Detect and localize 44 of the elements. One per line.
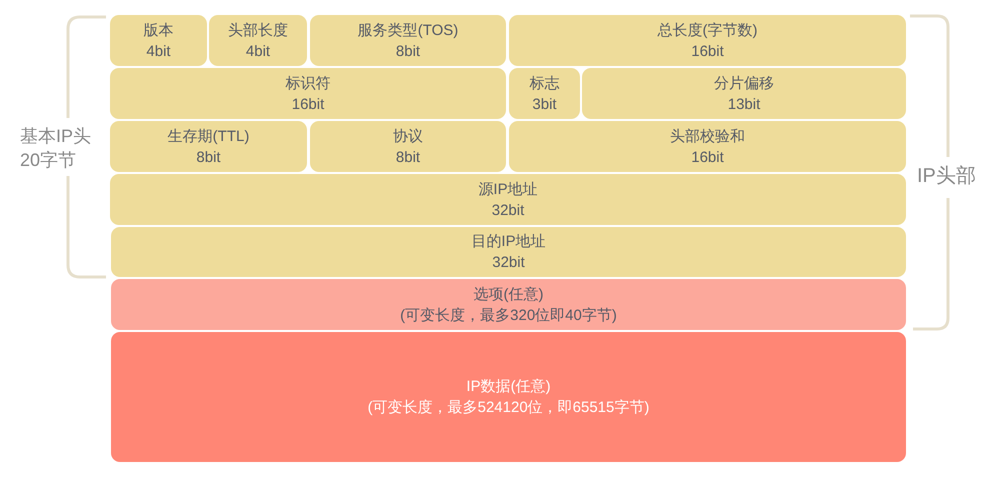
field-name: IP数据(任意) — [466, 377, 551, 397]
bracket-label: 基本IP头20字节 — [20, 125, 92, 172]
header-field-block — [310, 15, 506, 66]
header-field-block — [110, 15, 207, 66]
field-name: 目的IP地址 — [471, 232, 546, 252]
field-name: 服务类型(TOS) — [358, 20, 458, 40]
field-size: 32bit — [492, 253, 525, 273]
header-field-block — [509, 15, 906, 66]
options-field-block — [111, 279, 906, 330]
field-size: 16bit — [691, 42, 724, 62]
field-size: 8bit — [396, 42, 420, 62]
field-size: 16bit — [691, 148, 724, 168]
field-name: 选项(任意) — [474, 284, 544, 304]
field-size: 32bit — [492, 200, 524, 220]
header-field-block — [209, 15, 307, 66]
field-name: 版本 — [144, 20, 174, 40]
field-name: 分片偏移 — [714, 74, 774, 94]
header-field-block — [509, 121, 906, 172]
field-note: (可变长度，最多524120位，即65515字节) — [368, 398, 650, 418]
header-field-block — [582, 68, 906, 119]
bracket-label: IP头部 — [917, 164, 976, 189]
field-size: 13bit — [728, 94, 760, 114]
header-field-block — [110, 174, 906, 225]
field-name: 头部校验和 — [670, 126, 745, 146]
field-name: 头部长度 — [228, 20, 288, 40]
field-name: 生存期(TTL) — [168, 126, 250, 146]
header-field-block — [111, 227, 906, 277]
data-field-block — [111, 332, 906, 462]
field-size: 8bit — [196, 148, 221, 168]
field-size: 4bit — [146, 42, 171, 62]
field-name: 标识符 — [286, 74, 330, 94]
field-name: 协议 — [393, 126, 423, 146]
field-size: 8bit — [396, 148, 420, 168]
field-size: 3bit — [532, 94, 557, 114]
field-name: 标志 — [530, 74, 560, 94]
field-name: 总长度(字节数) — [658, 20, 758, 40]
header-field-block — [310, 121, 506, 172]
field-size: 16bit — [292, 94, 324, 114]
header-field-block — [110, 68, 506, 119]
field-size: 4bit — [246, 42, 270, 62]
header-field-block — [509, 68, 580, 119]
field-note: (可变长度，最多320位即40字节) — [400, 306, 617, 326]
field-name: 源IP地址 — [478, 180, 538, 200]
header-field-block — [110, 121, 307, 172]
